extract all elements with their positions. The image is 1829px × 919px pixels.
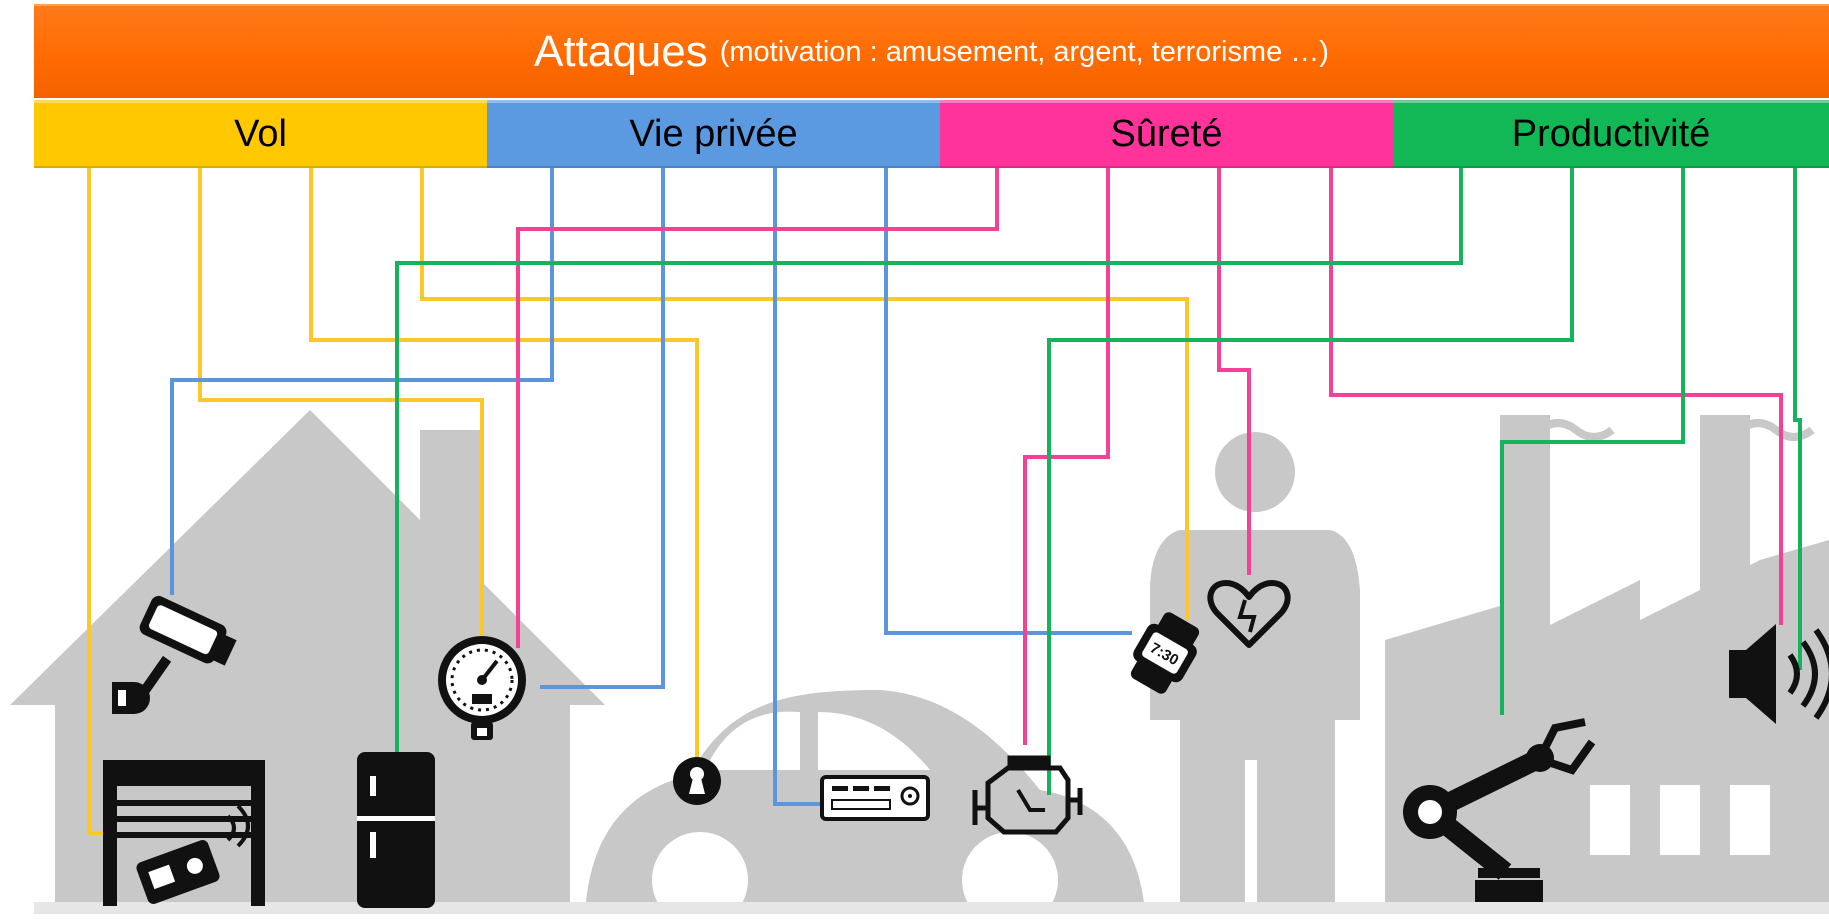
speaker-icon: [1729, 624, 1829, 724]
attacks-title: Attaques: [534, 27, 708, 76]
line-vol-watch: [420, 168, 1189, 620]
attacks-subtitle: (motivation : amusement, argent, terrori…: [719, 35, 1329, 68]
attacks-banner: Attaques (motivation : amusement, argent…: [34, 4, 1829, 98]
line-prod-robot: [1500, 168, 1685, 715]
line-vie-gauge: [540, 168, 665, 689]
industrial-robot-arm-icon: [1403, 718, 1596, 902]
line-prod-fridge: [395, 168, 1463, 755]
smartwatch-icon: 7:30: [1130, 612, 1200, 694]
line-vie-radio: [773, 168, 820, 806]
security-camera-icon: [112, 595, 237, 714]
category-label: Productivité: [1511, 113, 1711, 155]
person-silhouette: [1150, 432, 1360, 914]
category-label: Vol: [234, 113, 287, 155]
category-label: Sûreté: [1110, 113, 1223, 155]
gauge-meter-icon: [438, 636, 526, 740]
keyhole-icon: [673, 757, 721, 805]
heart-monitor-icon: [1207, 580, 1291, 648]
line-prod-engine: [1047, 168, 1574, 795]
line-vie-camera: [170, 168, 554, 595]
factory-silhouette: [1385, 415, 1829, 914]
line-vol-garage: [87, 168, 103, 835]
line-vie-watch: [884, 168, 1132, 635]
line-surete-engine: [1023, 168, 1110, 745]
line-vol-gauge: [198, 168, 484, 640]
line-surete-heart: [1217, 168, 1251, 575]
category-productivite: Productivité: [1393, 100, 1829, 168]
ground-strip: [34, 902, 1829, 914]
car-engine-icon: [972, 755, 1083, 835]
line-surete-gauge: [516, 168, 999, 648]
line-vol-keyhole: [309, 168, 699, 760]
car-radio-icon: [820, 775, 930, 821]
category-vol: Vol: [34, 100, 487, 168]
garage-door-remote-icon: [103, 760, 265, 906]
line-prod-speaker: [1793, 168, 1802, 670]
line-surete-speaker: [1329, 168, 1783, 625]
category-vie-privee: Vie privée: [487, 100, 940, 168]
category-label: Vie privée: [629, 113, 798, 155]
fridge-icon: [357, 752, 435, 908]
category-surete: Sûreté: [940, 100, 1393, 168]
